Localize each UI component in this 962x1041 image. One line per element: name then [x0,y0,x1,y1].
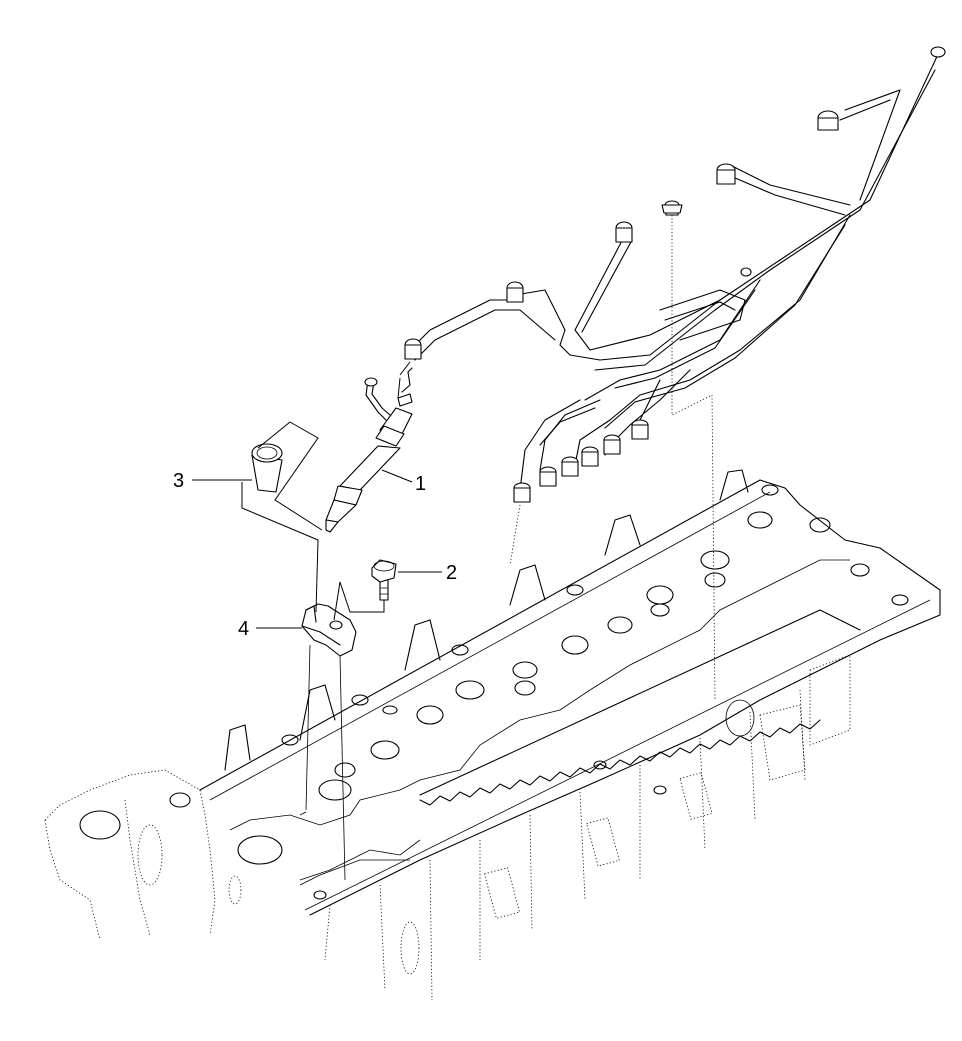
injector-sleeve [251,443,283,493]
callout-2: 2 [398,562,457,584]
callout-3: 3 [173,470,252,492]
cylinder-head [44,469,941,1001]
callout-label-2: 2 [446,562,457,584]
callout-label-3: 3 [173,470,184,492]
assembly-lines [241,361,411,881]
fuel-injection-lines [404,46,946,701]
callout-1: 1 [381,469,426,495]
callout-label-4: 4 [238,618,249,640]
pipe-fittings [404,46,946,503]
injector-clamp [301,603,357,657]
callout-label-1: 1 [415,473,426,495]
injector [325,367,413,533]
callout-4: 4 [238,618,302,640]
clamp-bolt [371,559,397,601]
deck-ports [79,484,909,900]
